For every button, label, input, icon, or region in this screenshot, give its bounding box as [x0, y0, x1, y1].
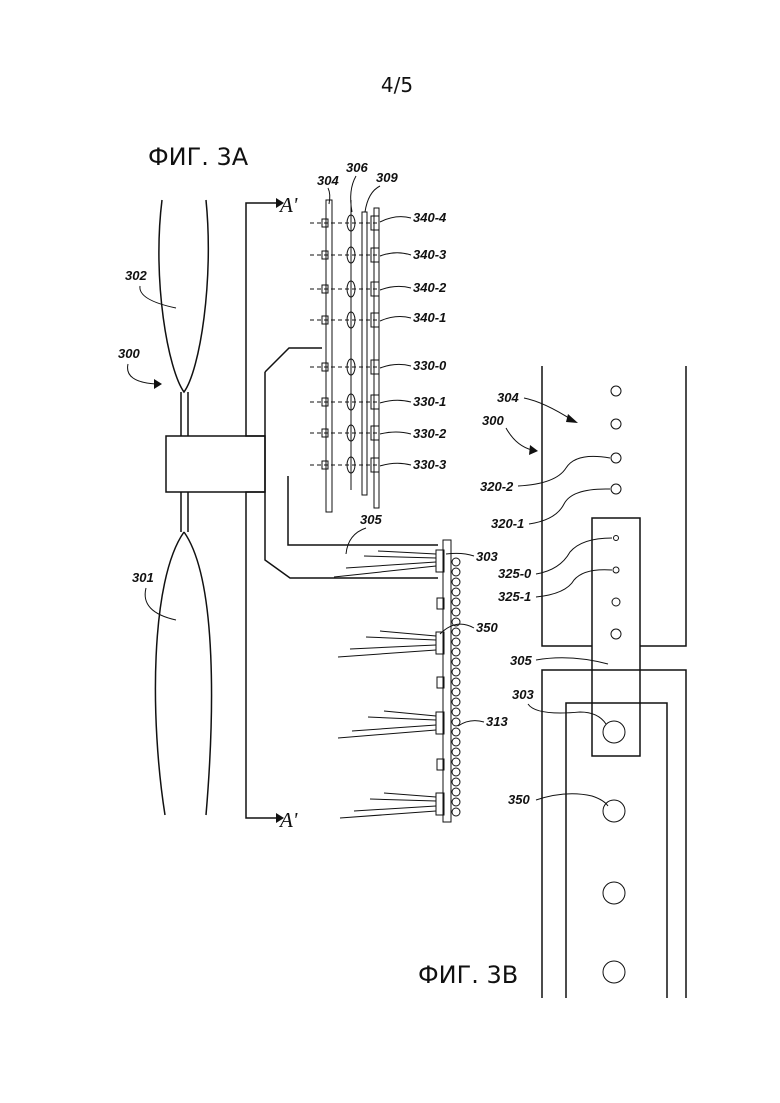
- coil-column: [452, 558, 460, 816]
- leader-300-b: [506, 428, 532, 450]
- wire-to-source-lower: [288, 476, 438, 545]
- hole-slider-3: [612, 598, 620, 606]
- leader-330-2: [380, 432, 411, 434]
- label-350-b: 350: [508, 792, 530, 807]
- label-304-b: 304: [497, 390, 519, 405]
- hole-lower-1: [603, 882, 625, 904]
- figure-3b: 304 300 320-2 320-1 325-0 325-1 305 303 …: [480, 366, 686, 998]
- lower-blade-inner: [566, 703, 667, 998]
- leader-340-4: [380, 217, 411, 222]
- emitter-350: [338, 631, 444, 657]
- label-303-b: 303: [512, 687, 534, 702]
- leader-302: [140, 286, 176, 308]
- optical-row-330-0: [310, 359, 380, 375]
- leader-340-1: [380, 317, 411, 321]
- hole-lower-2: [603, 961, 625, 983]
- label-309-a: 309: [376, 170, 398, 185]
- optical-row-340-4: [310, 215, 380, 231]
- section-mark-top: A': [278, 193, 298, 217]
- lower-blade-outer: [542, 670, 686, 998]
- lower-blade-301: [155, 532, 211, 815]
- label-320-1: 320-1: [491, 516, 524, 531]
- leader-305-b: [536, 658, 608, 664]
- label-306-a: 306: [346, 160, 368, 175]
- section-line-top: [246, 203, 276, 436]
- optical-row-340-2: [310, 281, 380, 297]
- label-340-3: 340-3: [413, 247, 447, 262]
- optical-row-340-3: [310, 247, 380, 263]
- leader-306-a: [351, 176, 356, 212]
- emitter-bottom: [340, 793, 444, 818]
- label-305-a: 305: [360, 512, 382, 527]
- hole-slider-4: [611, 629, 621, 639]
- arrowhead-304-b: [566, 414, 578, 423]
- label-340-2: 340-2: [413, 280, 447, 295]
- label-300-a: 300: [118, 346, 140, 361]
- label-340-4: 340-4: [413, 210, 447, 225]
- label-340-1: 340-1: [413, 310, 446, 325]
- hole-320-2: [611, 453, 621, 463]
- leader-303-b: [528, 704, 606, 724]
- leader-350-b: [536, 794, 608, 806]
- hole-320-1: [611, 484, 621, 494]
- optical-row-330-2: [310, 425, 380, 441]
- label-302: 302: [125, 268, 147, 283]
- hole-upper-1: [611, 386, 621, 396]
- label-325-1: 325-1: [498, 589, 531, 604]
- label-301: 301: [132, 570, 154, 585]
- leader-305-a: [346, 528, 366, 554]
- label-325-0: 325-0: [498, 566, 532, 581]
- leader-320-2: [518, 456, 610, 486]
- upper-blade-outline-left: [542, 366, 592, 646]
- leader-313: [458, 721, 484, 726]
- label-300-b: 300: [482, 413, 504, 428]
- leader-325-1: [536, 570, 612, 597]
- label-304-a: 304: [317, 173, 339, 188]
- hole-325-0: [614, 536, 619, 541]
- upper-blade-outline-right: [640, 366, 686, 646]
- upper-blade-302: [159, 200, 208, 392]
- hole-upper-2: [611, 419, 621, 429]
- label-305-b: 305: [510, 653, 532, 668]
- plate-309: [362, 212, 367, 495]
- optical-row-330-1: [310, 394, 380, 410]
- leader-304-b: [524, 398, 572, 420]
- emitter-303: [334, 550, 444, 577]
- figure-3a-title: ФИГ. 3А: [148, 143, 249, 171]
- section-line-bottom: [246, 492, 276, 818]
- label-303-a: 303: [476, 549, 498, 564]
- hub-block: [166, 436, 265, 492]
- detector-strip: [374, 208, 379, 508]
- leader-340-2: [380, 286, 411, 290]
- wire-to-grating: [265, 348, 322, 372]
- leader-330-1: [380, 400, 411, 403]
- hole-325-1: [613, 567, 619, 573]
- section-mark-bottom: A': [278, 808, 298, 832]
- label-330-1: 330-1: [413, 394, 446, 409]
- label-320-2: 320-2: [480, 479, 514, 494]
- leader-340-3: [380, 253, 411, 256]
- optical-row-330-3: [310, 457, 380, 473]
- figure-3a: A' A': [118, 160, 508, 832]
- figure-3b-title: ФИГ. 3В: [418, 961, 518, 989]
- optical-row-340-1: [310, 312, 380, 328]
- label-330-3: 330-3: [413, 457, 447, 472]
- arrowhead-300-a: [154, 379, 162, 389]
- arrowhead-300-b: [529, 445, 538, 455]
- emitter-313: [338, 711, 444, 738]
- leader-330-0: [380, 364, 411, 368]
- slider-305: [592, 518, 640, 756]
- label-350-a: 350: [476, 620, 498, 635]
- leader-325-0: [536, 538, 612, 574]
- leader-303-a: [446, 553, 474, 556]
- leader-304-a: [328, 188, 330, 204]
- label-330-2: 330-2: [413, 426, 447, 441]
- hole-303: [603, 721, 625, 743]
- leader-300-a: [128, 364, 156, 384]
- page-number: 4/5: [381, 73, 413, 97]
- label-330-0: 330-0: [413, 358, 447, 373]
- label-313: 313: [486, 714, 508, 729]
- leader-330-3: [380, 463, 411, 466]
